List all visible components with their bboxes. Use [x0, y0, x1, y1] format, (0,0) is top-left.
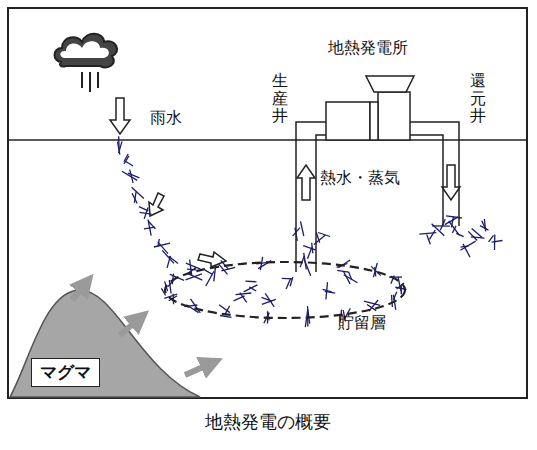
fracture-stroke [337, 270, 348, 272]
plant-label: 地熱発電所 [328, 38, 408, 57]
fracture-stroke [244, 285, 258, 292]
fracture-stroke [236, 293, 252, 295]
fracture-texture [118, 136, 503, 327]
fracture-stroke [154, 243, 170, 247]
fracture-stroke [126, 162, 133, 167]
fracture-stroke [463, 244, 470, 257]
fracture-stroke [468, 231, 477, 240]
frame [8, 8, 527, 398]
fracture-stroke [364, 301, 380, 305]
fracture-stroke [122, 171, 137, 180]
rain-label: 雨水 [150, 108, 182, 127]
fracture-stroke [492, 241, 503, 243]
reservoir-label: 貯留層 [338, 313, 386, 332]
fracture-stroke [140, 212, 152, 214]
fracture-stroke [169, 280, 171, 293]
fracture-stroke [445, 217, 458, 225]
caption: 地熱発電の概要 [205, 410, 331, 434]
fracture-stroke [494, 234, 496, 250]
ground-line [8, 139, 527, 141]
fracture-stroke [186, 274, 202, 280]
fracture-stroke [323, 289, 332, 291]
fracture-stroke [304, 253, 307, 269]
reservoir-outline [165, 262, 405, 318]
fracture-stroke [205, 270, 212, 274]
fracture-stroke [349, 272, 352, 280]
production-well-label: 生産井 [272, 72, 288, 125]
fracture-stroke [262, 299, 276, 304]
reinjection-well-label: 還元井 [470, 72, 486, 125]
pipes [296, 122, 459, 272]
fracture-stroke [398, 277, 401, 291]
fracture-stroke [489, 235, 494, 242]
fracture-stroke [427, 235, 431, 245]
fracture-stroke [188, 274, 202, 280]
rain [82, 72, 98, 92]
fracture-stroke [132, 193, 137, 203]
fracture-stroke [303, 246, 315, 250]
fracture-stroke [318, 233, 330, 237]
fracture-stroke [301, 221, 304, 236]
magma-shape [10, 290, 200, 397]
fracture-stroke [148, 221, 155, 229]
fracture-stroke [119, 141, 122, 153]
fracture-stroke [391, 295, 393, 307]
fracture-stroke [316, 233, 319, 243]
fracture-stroke [219, 305, 230, 313]
fracture-stroke [162, 250, 174, 263]
power-plant [326, 76, 414, 140]
fracture-stroke [471, 237, 485, 238]
fracture-stroke [286, 278, 291, 289]
fracture-stroke [451, 217, 453, 228]
fracture-stroke [139, 207, 148, 211]
magma-box: マグマ [31, 358, 100, 387]
steam-label: 熱水・蒸気 [320, 168, 400, 187]
fracture-stroke [430, 230, 436, 239]
fracture-stroke [158, 239, 159, 247]
fracture-stroke [456, 233, 463, 236]
magma-text: マグマ [40, 361, 91, 384]
fracture-stroke [282, 278, 292, 280]
fracture-stroke [245, 281, 256, 283]
fracture-stroke [132, 187, 144, 198]
fracture-stroke [480, 226, 489, 230]
fracture-stroke [234, 296, 245, 301]
fracture-stroke [167, 256, 170, 268]
fracture-stroke [460, 241, 475, 250]
fracture-stroke [373, 263, 377, 277]
fracture-stroke [449, 221, 460, 235]
fracture-stroke [191, 299, 201, 313]
fracture-stroke [186, 263, 201, 269]
cloud [55, 34, 118, 68]
